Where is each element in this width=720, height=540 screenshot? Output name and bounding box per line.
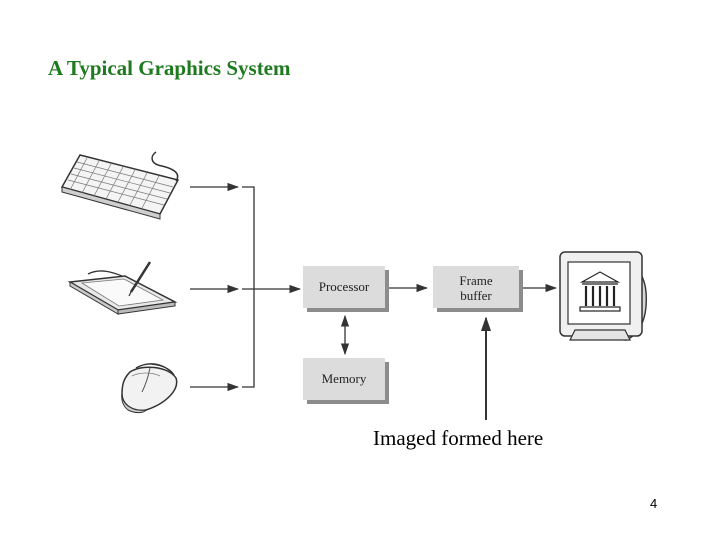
memory-label: Memory [322, 371, 367, 386]
page-number: 4 [650, 496, 658, 511]
memory-block: Memory [303, 358, 389, 404]
slide-title: A Typical Graphics System [48, 56, 291, 80]
monitor-icon [559, 251, 647, 341]
frame-buffer-label-line1: Frame [459, 273, 492, 288]
mouse-icon [121, 363, 178, 414]
frame-buffer-block: Frame buffer [433, 266, 523, 312]
annotation-label: Imaged formed here [373, 426, 544, 450]
tablet-icon [67, 261, 178, 315]
building-icon [579, 271, 621, 312]
processor-block: Processor [303, 266, 389, 312]
keyboard-icon [60, 151, 180, 220]
processor-label: Processor [319, 279, 370, 294]
frame-buffer-label-line2: buffer [460, 288, 492, 303]
input-bus [242, 186, 255, 388]
